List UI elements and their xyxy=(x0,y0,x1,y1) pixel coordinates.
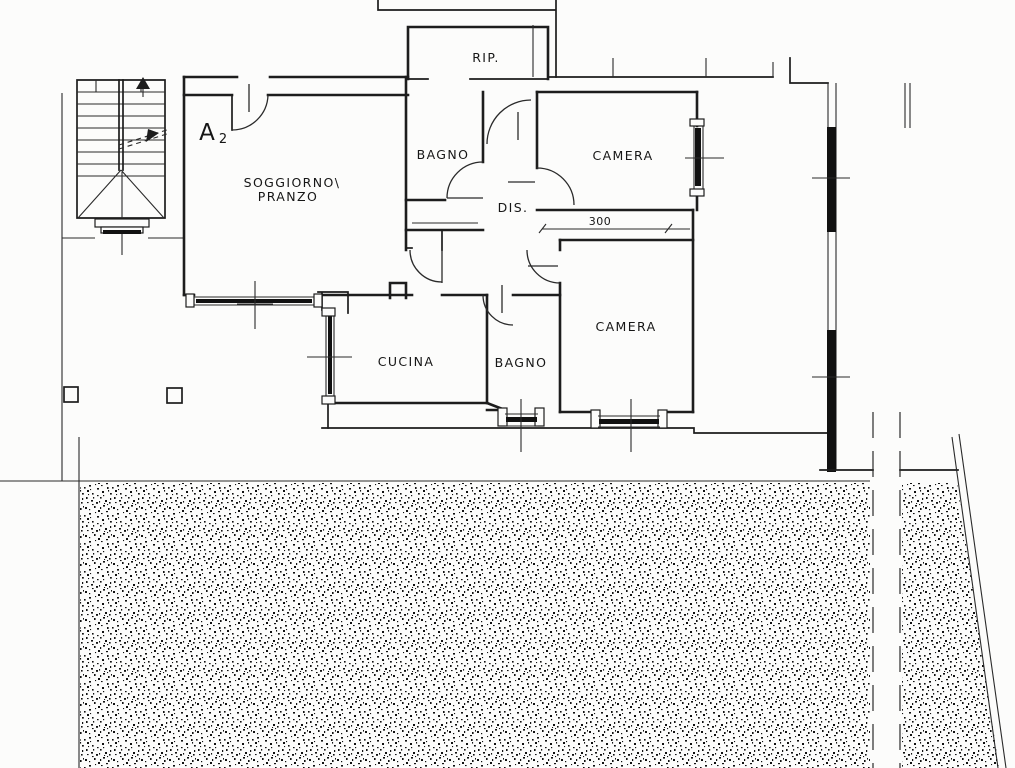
entrance-door xyxy=(231,84,269,131)
room-label-soggiorno-line2: PRANZO xyxy=(258,189,318,204)
bagno-bottom-door xyxy=(482,285,514,326)
terrace-pillars xyxy=(63,386,183,404)
camera-bottom-door xyxy=(526,249,561,284)
garden-hatch-area xyxy=(80,483,999,768)
dimension-line-300: 300 xyxy=(538,215,690,234)
room-labels: A 2 RIP. SOGGIORNO\ PRANZO BAGNO DIS. CA… xyxy=(199,50,656,370)
camera-top-window xyxy=(685,118,724,197)
dis-top-door xyxy=(486,99,532,145)
unit-label-sub: 2 xyxy=(219,132,227,147)
room-label-cucina: CUCINA xyxy=(378,354,435,369)
stair-cut-line xyxy=(118,128,171,150)
room-label-camera-top: CAMERA xyxy=(592,148,653,163)
staircase xyxy=(76,77,171,255)
apartment-walls xyxy=(182,25,829,434)
room-label-dis: DIS. xyxy=(498,200,529,215)
cucina-window xyxy=(307,307,352,405)
room-label-bagno-bottom: BAGNO xyxy=(495,355,548,370)
camera-top-door xyxy=(508,167,575,206)
upper-boundary-lines xyxy=(377,0,911,128)
room-label-rip: RIP. xyxy=(472,50,500,65)
stair-up-arrow xyxy=(136,77,150,97)
dimension-value: 300 xyxy=(589,215,612,228)
stair-landing-window xyxy=(94,218,150,234)
cucina-door xyxy=(405,247,443,283)
right-parapet xyxy=(812,83,850,472)
room-label-camera-bottom: CAMERA xyxy=(595,319,656,334)
bagno-bottom-window xyxy=(497,399,545,452)
site-boundary-lines xyxy=(0,93,870,768)
room-label-bagno-top: BAGNO xyxy=(417,147,470,162)
camera-bottom-window xyxy=(590,399,668,452)
unit-label: A xyxy=(199,120,215,146)
bagno-top-door xyxy=(446,161,484,199)
lower-right-boundary xyxy=(819,412,1007,768)
room-label-soggiorno-line1: SOGGIORNO\ xyxy=(244,175,341,190)
soggiorno-window xyxy=(185,281,323,329)
